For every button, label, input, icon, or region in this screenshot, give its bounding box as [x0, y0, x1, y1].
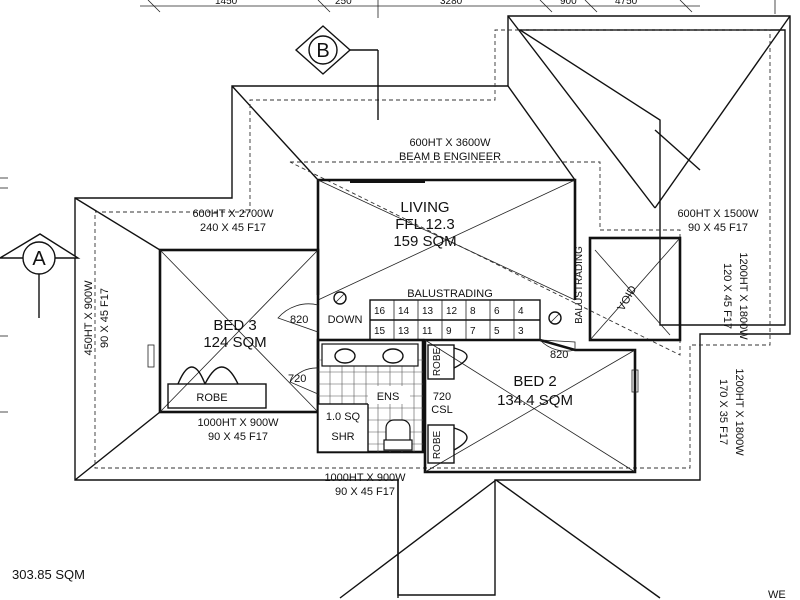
bed-2-door: 820	[539, 339, 576, 361]
csl-size: 720	[433, 391, 451, 403]
top-dim-2: 250	[335, 0, 352, 7]
bed-3-area: 124 SQM	[203, 334, 266, 351]
stairs: BALUSTRADING BALUSTRADING DOWN 16 14 13 …	[328, 246, 585, 341]
bed-2-robe-top-label: ROBE	[432, 348, 443, 377]
tread-4: 4	[518, 306, 524, 317]
left-margin-ticks	[0, 177, 8, 413]
beam-east-lower-size: 1200HT X 1800W	[733, 368, 745, 456]
tread-16: 16	[374, 306, 386, 317]
beam-top-note: BEAM B ENGINEER	[399, 151, 501, 163]
corner-text: WE	[768, 589, 786, 600]
bed-3-room: BED 3 124 SQM ROBE	[147, 248, 320, 414]
beam-right-size: 600HT X 1500W	[677, 208, 759, 220]
top-dimension-line: 1450 250 3280 900 4750	[140, 0, 776, 18]
tread-5: 5	[494, 326, 500, 337]
beam-bottom-size: 1000HT X 900W	[324, 472, 406, 484]
tread-13b: 13	[398, 326, 410, 337]
beam-labels: 600HT X 3600W BEAM B ENGINEER 600HT X 27…	[83, 137, 759, 498]
csl-cupboard: 720 CSL	[431, 391, 452, 416]
beam-top-size: 600HT X 3600W	[409, 137, 491, 149]
total-area-label: 303.85 SQM	[12, 567, 85, 582]
tread-13a: 13	[422, 306, 434, 317]
bed-3-label: BED 3	[213, 317, 256, 334]
wall-dashed-outline	[94, 29, 771, 469]
ensuite-door: 720	[288, 367, 319, 395]
bed-2-room: BED 2 134.4 SQM ROBE ROBE	[423, 338, 639, 474]
bed-2-area: 134.4 SQM	[497, 392, 573, 409]
bed-2-robe-bottom-label: ROBE	[432, 431, 443, 460]
ensuite-door-size: 720	[288, 373, 306, 385]
void-label: VOID	[615, 284, 639, 313]
living-label: LIVING	[400, 199, 449, 216]
tread-14: 14	[398, 306, 410, 317]
ensuite: 1.0 SQ SHR ENS	[316, 338, 425, 454]
total-area-note: 303.85 SQM	[12, 567, 85, 582]
beam-east-upper-timber: 120 X 45 F17	[721, 263, 733, 329]
stairs-down-label: DOWN	[328, 314, 363, 326]
shower-area-label: 1.0 SQ	[326, 411, 361, 423]
csl-label: CSL	[431, 404, 452, 416]
living-area: 159 SQM	[393, 233, 456, 250]
bed-2-door-size: 820	[550, 349, 568, 361]
top-dim-5: 4750	[615, 0, 638, 7]
beam-west-timber: 90 X 45 F17	[99, 288, 111, 348]
balustrading-top-label: BALUSTRADING	[407, 288, 493, 300]
section-marker-b: B	[294, 25, 379, 120]
tread-8: 8	[470, 306, 476, 317]
bed-3-robe-label: ROBE	[196, 392, 227, 404]
tread-6: 6	[494, 306, 500, 317]
section-marker-a-label: A	[32, 248, 46, 270]
beam-east-lower-timber: 170 X 35 F17	[717, 379, 729, 445]
tread-12: 12	[446, 306, 458, 317]
tread-3: 3	[518, 326, 524, 337]
beam-bottom-timber: 90 X 45 F17	[335, 486, 395, 498]
living-room: LIVING FFL 12.3 159 SQM	[316, 178, 577, 301]
balustrading-side-label: BALUSTRADING	[574, 246, 585, 324]
bed-2-label: BED 2	[513, 373, 556, 390]
tread-7: 7	[470, 326, 476, 337]
beam-robe-size: 1000HT X 900W	[197, 417, 279, 429]
top-dim-1: 1450	[215, 0, 238, 7]
bed-3-door: 820	[277, 303, 319, 333]
shower-label: SHR	[331, 431, 354, 443]
beam-robe-timber: 90 X 45 F17	[208, 431, 268, 443]
section-marker-b-label: B	[316, 40, 329, 62]
top-dim-4: 900	[560, 0, 577, 7]
tread-15: 15	[374, 326, 386, 337]
tread-11: 11	[422, 326, 433, 337]
section-marker-a: A	[0, 233, 81, 318]
tread-9: 9	[446, 326, 452, 337]
living-ffl: FFL 12.3	[395, 216, 454, 233]
bed-3-door-size: 820	[290, 314, 308, 326]
beam-east-upper-size: 1200HT X 1800W	[737, 252, 749, 340]
beam-left-size: 600HT X 2700W	[192, 208, 274, 220]
beam-right-timber: 90 X 45 F17	[688, 222, 748, 234]
beam-west-size: 450HT X 900W	[83, 280, 95, 356]
beam-left-timber: 240 X 45 F17	[200, 222, 266, 234]
top-dim-3: 3280	[440, 0, 463, 7]
ensuite-label: ENS	[377, 391, 400, 403]
